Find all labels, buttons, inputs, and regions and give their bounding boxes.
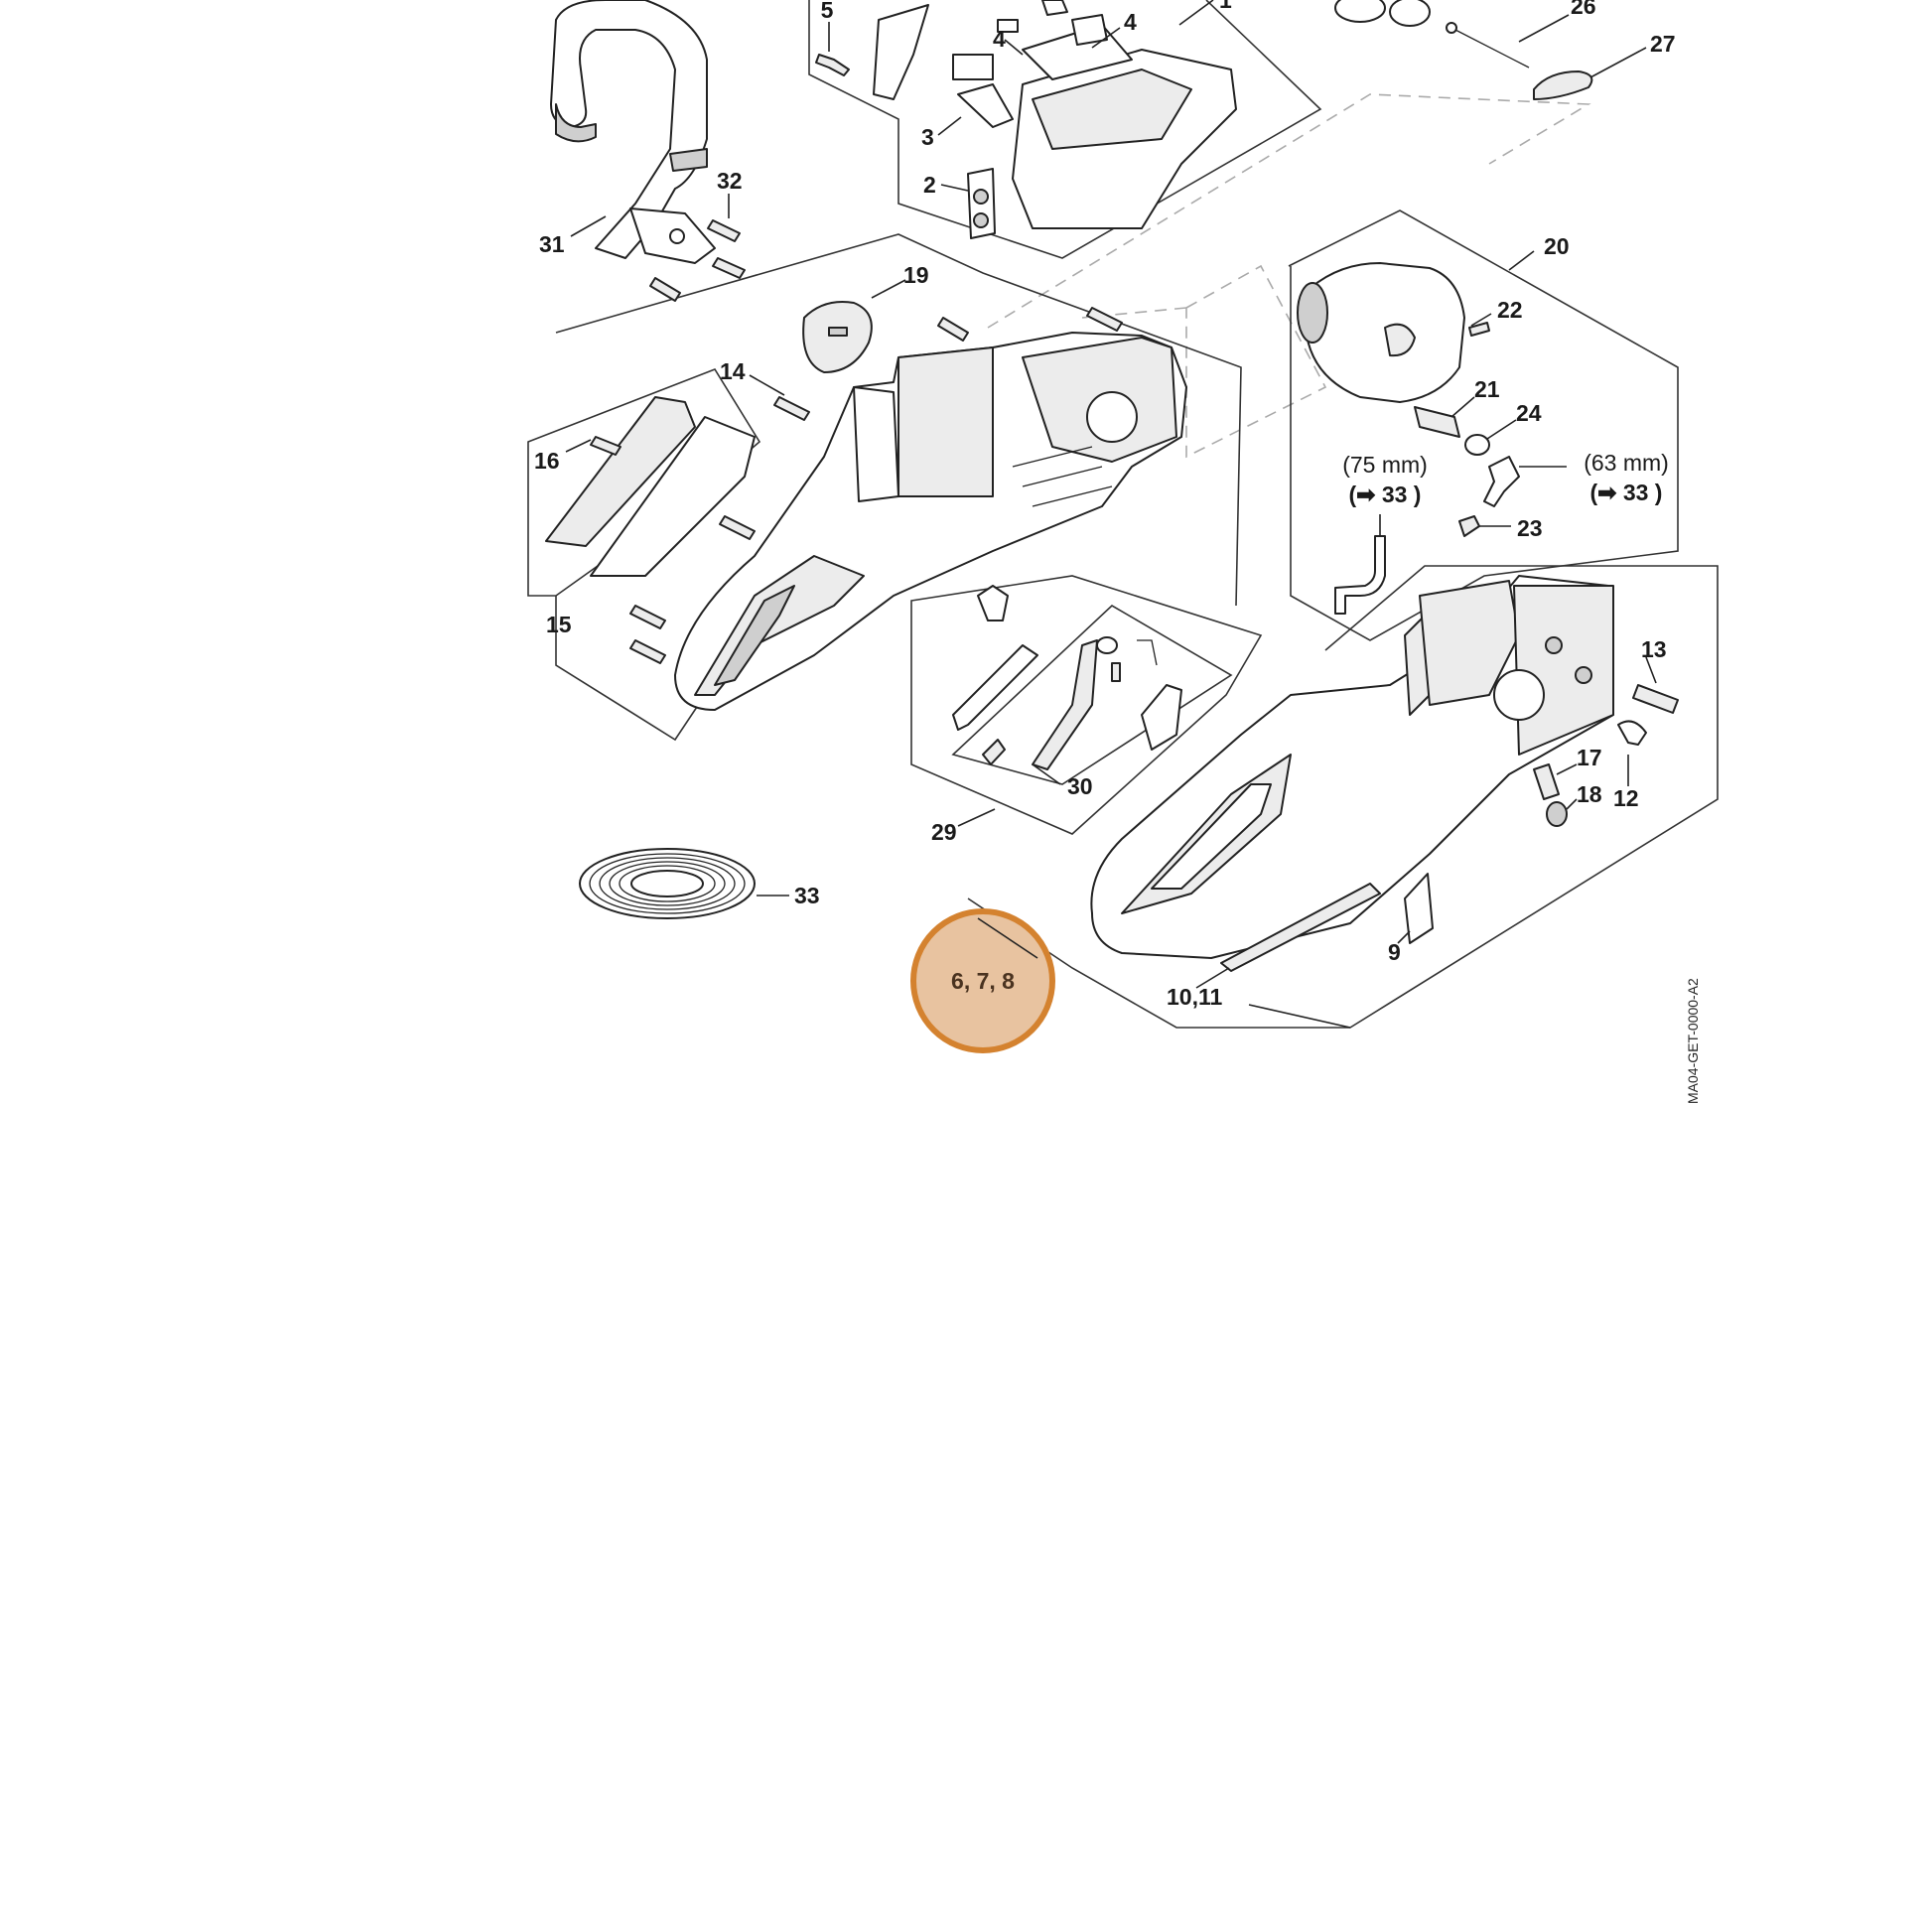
callout-5: 5 bbox=[821, 0, 834, 23]
callout-32: 32 bbox=[717, 168, 743, 194]
callout-27: 27 bbox=[1650, 31, 1676, 57]
rear-handle-housing bbox=[1090, 575, 1679, 972]
highlight-circle bbox=[910, 908, 1055, 1053]
callout-24: 24 bbox=[1516, 400, 1542, 426]
top-housing-parts bbox=[815, 0, 1593, 239]
callout-10-11: 10,11 bbox=[1167, 984, 1222, 1010]
handle-group-box bbox=[967, 565, 1719, 1029]
callout-labels: 5 1 4 4 3 2 26 27 32 31 19 14 16 15 20 2… bbox=[534, 0, 1676, 1010]
callout-30: 30 bbox=[1067, 773, 1093, 799]
filter-parts bbox=[1297, 262, 1520, 615]
callout-20: 20 bbox=[1544, 233, 1570, 259]
cover-plate bbox=[802, 301, 873, 373]
callout-4a: 4 bbox=[993, 26, 1006, 52]
crankcase-screws bbox=[629, 307, 1123, 664]
side-cover-parts bbox=[545, 396, 756, 577]
size-notes: (75 mm) (➡ 33 ) (63 mm) (➡ 33 ) bbox=[1342, 450, 1669, 507]
callout-1: 1 bbox=[1219, 0, 1232, 13]
front-handle-bar bbox=[550, 0, 716, 264]
highlight-callout: 6, 7, 8 bbox=[910, 908, 1055, 1053]
handle-bolts bbox=[649, 219, 746, 302]
filter-group-box bbox=[1288, 209, 1679, 641]
callout-19: 19 bbox=[903, 262, 929, 288]
callout-14: 14 bbox=[720, 358, 746, 384]
size-note-left: (75 mm) bbox=[1342, 452, 1428, 478]
crankcase-housing bbox=[674, 332, 1187, 711]
callout-33: 33 bbox=[794, 883, 820, 908]
callout-21: 21 bbox=[1474, 376, 1500, 402]
callout-2: 2 bbox=[923, 172, 936, 198]
callout-16: 16 bbox=[534, 448, 560, 474]
callout-31: 31 bbox=[539, 231, 565, 257]
callout-29: 29 bbox=[931, 819, 957, 845]
callout-4b: 4 bbox=[1124, 9, 1137, 35]
trigger-group-box bbox=[910, 575, 1263, 835]
trigger-inner-box bbox=[951, 605, 1233, 785]
spiral-sheet bbox=[579, 848, 756, 919]
callout-15: 15 bbox=[546, 612, 572, 637]
callout-3: 3 bbox=[921, 124, 934, 150]
size-ref-right: (➡ 33 ) bbox=[1590, 480, 1663, 505]
callout-13: 13 bbox=[1641, 636, 1667, 662]
trigger-parts bbox=[952, 585, 1182, 770]
figure-reference: MA04-GET-0000-A2 bbox=[1685, 978, 1701, 1104]
crankcase-group-box bbox=[555, 233, 1242, 607]
callout-6-7-8: 6, 7, 8 bbox=[951, 968, 1015, 994]
callout-9: 9 bbox=[1388, 939, 1401, 965]
size-ref-left: (➡ 33 ) bbox=[1349, 482, 1422, 507]
top-housing-group-box bbox=[808, 0, 1322, 259]
callout-22: 22 bbox=[1497, 297, 1523, 323]
size-note-right: (63 mm) bbox=[1584, 450, 1669, 476]
leader-lines bbox=[565, 0, 1657, 989]
callout-23: 23 bbox=[1517, 515, 1543, 541]
callout-18: 18 bbox=[1577, 781, 1602, 807]
callout-12: 12 bbox=[1613, 785, 1639, 811]
side-cover-outer-box bbox=[555, 596, 706, 742]
callout-17: 17 bbox=[1577, 745, 1602, 770]
callout-26: 26 bbox=[1571, 0, 1596, 19]
